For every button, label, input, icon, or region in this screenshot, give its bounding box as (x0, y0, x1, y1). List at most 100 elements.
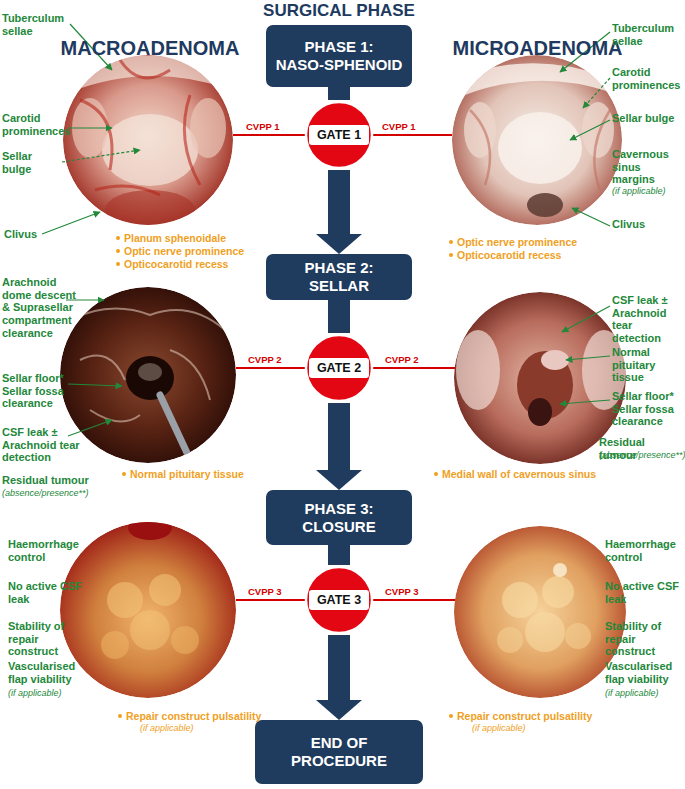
leader-line (572, 208, 610, 226)
bullet-dot (116, 249, 120, 253)
tissue-detail (456, 330, 500, 410)
tissue-detail (528, 398, 552, 426)
tissue-detail (101, 631, 129, 659)
gate-band (309, 125, 369, 145)
optional-landmark: Repair construct pulsatility (457, 710, 627, 722)
checkpoint-label: Sellar bulge (612, 112, 684, 125)
checkpoint-label: Vascularised flap viability (8, 660, 84, 685)
phase-label: PHASE 1: (304, 38, 373, 56)
phase-box: PHASE 3:CLOSURE (266, 490, 412, 545)
gate-band (309, 358, 369, 378)
optional-landmark: Optic nerve prominence (457, 236, 607, 248)
cvpp-line (372, 599, 455, 601)
tissue-detail (128, 516, 172, 540)
cvpp-label: CVPP 1 (382, 122, 432, 133)
endoscopic-image (454, 526, 626, 698)
bullet-dot (118, 714, 122, 718)
tissue-detail (126, 356, 174, 400)
gate-node: GATE 3 (304, 565, 374, 635)
tissue-detail (149, 574, 181, 606)
checkpoint-label: Clivus (4, 228, 64, 241)
tissue-detail (565, 623, 591, 649)
leader-line (570, 120, 610, 140)
endoscopic-image (63, 55, 233, 230)
checkpoint-label: Carotid prominences (2, 112, 76, 137)
endoscopic-image (60, 516, 236, 698)
phase-label: END OF PROCEDURE (283, 734, 395, 770)
tissue-detail (190, 98, 226, 158)
checkpoint-label: Tuberculum sellae (2, 12, 76, 37)
flow-arrow (316, 635, 362, 720)
checkpoint-label: Sellar bulge (2, 150, 62, 175)
tissue-detail (525, 612, 565, 652)
optional-landmark: Opticocarotid recess (457, 249, 607, 261)
flow-arrow (328, 545, 350, 565)
optional-landmark: Optic nerve prominence (124, 245, 274, 257)
footnote-label: (absence/presence**) (599, 450, 685, 460)
bullet-dot (449, 714, 453, 718)
checkpoint-label: Tuberculum sellae (612, 22, 684, 47)
tissue-detail (138, 363, 162, 381)
phase-box: PHASE 2:SELLAR (266, 254, 412, 300)
cvpp-label: CVPP 3 (248, 587, 298, 598)
leader-line (566, 356, 610, 360)
arrow-shaft (328, 635, 350, 700)
phase-label: CLOSURE (302, 518, 375, 536)
tissue-detail (130, 610, 170, 650)
leader-line (560, 400, 610, 404)
tissue-detail (497, 627, 523, 653)
gate-disc (306, 102, 372, 168)
image-disc (454, 526, 626, 698)
arrow-shaft (328, 170, 350, 234)
tissue-detail (107, 582, 143, 618)
cvpp-label: CVPP 2 (385, 355, 435, 366)
gate-node: GATE 1 (304, 100, 374, 170)
optional-landmark: Normal pituitary tissue (130, 468, 280, 480)
instrument (160, 395, 195, 470)
bullet-dot (434, 472, 438, 476)
leader-line (68, 127, 112, 128)
optional-landmark: Opticocarotid recess (124, 258, 274, 270)
checkpoint-label: Normal pituitary tissue (612, 346, 684, 384)
cvpp-label: CVPP 3 (385, 587, 435, 598)
arrow-head (316, 470, 362, 490)
optional-landmark: Repair construct pulsatility (126, 710, 296, 722)
tissue-detail (70, 55, 225, 92)
gate-label: GATE 1 (317, 128, 361, 142)
checkpoint-label: Carotid prominences (612, 66, 684, 91)
checkpoint-label: CSF leak ± Arachnoid tear detection (2, 426, 80, 464)
leader-line (42, 212, 100, 234)
checkpoint-label: Arachnoid dome descent & Suprasellar com… (2, 276, 82, 339)
endoscopic-image (452, 55, 622, 225)
gate-disc (306, 567, 372, 633)
bullet-dot (122, 472, 126, 476)
gate-band (309, 590, 369, 610)
phase-box: PHASE 1:NASO-SPHENOID (266, 25, 412, 87)
optional-landmark: Medial wall of cavernous sinus (442, 468, 642, 480)
phase-label: PHASE 2: (304, 259, 373, 277)
checkpoint-label: Stability of repair construct (8, 620, 84, 658)
diagram-title: SURGICAL PHASE (229, 1, 449, 21)
bullet-dot (116, 236, 120, 240)
tissue-detail (542, 576, 574, 608)
phase-label: NASO-SPHENOID (276, 56, 403, 74)
footnote-label: (if applicable) (472, 723, 582, 733)
tissue-detail (527, 193, 563, 217)
tissue-detail (470, 110, 610, 190)
footnote-label: (if applicable) (612, 186, 684, 196)
arrow-head (316, 234, 362, 254)
checkpoint-label: Residual tumour (2, 474, 97, 487)
bullet-dot (449, 240, 453, 244)
arrow-shaft (328, 87, 350, 100)
arrow-head (316, 700, 362, 720)
gate-disc (306, 335, 372, 401)
column-heading: MACROADENOMA (60, 37, 240, 60)
gate-node: GATE 2 (304, 333, 374, 403)
checkpoint-label: CSF leak ± Arachnoid tear detection (612, 294, 684, 345)
phase-label: SELLAR (309, 277, 369, 295)
tissue-detail (464, 102, 496, 158)
cvpp-label: CVPP 2 (248, 355, 298, 366)
flow-arrow (328, 300, 350, 333)
phase-label: PHASE 3: (304, 500, 373, 518)
